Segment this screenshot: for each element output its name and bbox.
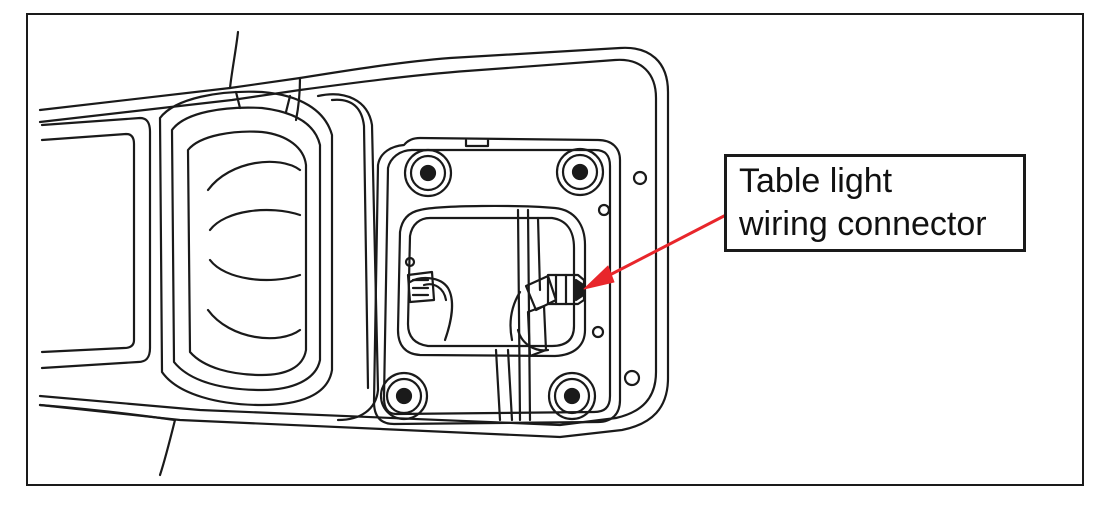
bolt-bottom-right — [547, 371, 597, 421]
wiring-opening — [396, 204, 587, 422]
bolt-top-left — [403, 148, 453, 198]
callout-line-1: Table light — [739, 162, 893, 200]
callout-line-2: wiring connector — [739, 205, 987, 243]
callout-arrow — [583, 214, 726, 290]
left-tray — [40, 116, 152, 370]
bolt-top-right — [555, 147, 605, 197]
mounting-plate — [372, 136, 648, 426]
divider-ridge — [316, 93, 380, 422]
mounting-bolts — [379, 147, 605, 421]
wiring-harness — [406, 270, 558, 358]
cup-holder — [158, 90, 334, 407]
wiring-connector — [546, 273, 586, 306]
console-body — [38, 30, 670, 477]
bolt-bottom-left — [379, 371, 429, 421]
callout-label-box: Table light wiring connector — [724, 154, 1026, 252]
